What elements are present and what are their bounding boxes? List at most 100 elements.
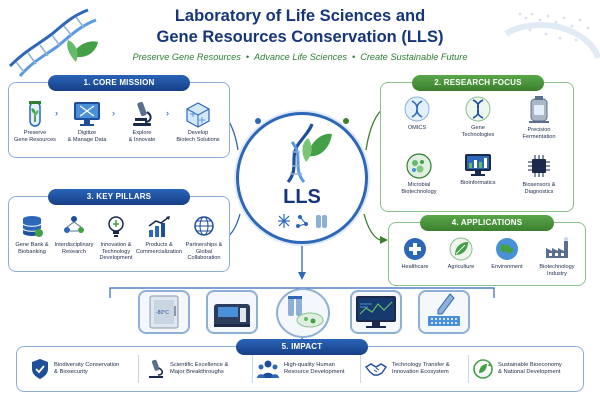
photo-petri-dish bbox=[276, 288, 330, 338]
item-label: Partnerships & bbox=[185, 242, 223, 248]
key-pillar-item: Partnerships & Global Collaboration bbox=[180, 214, 228, 262]
freezer-icon bbox=[149, 295, 179, 329]
item-label: Resource Development bbox=[284, 369, 345, 375]
freezer-temp-label: -80°C bbox=[156, 310, 169, 316]
item-label: Gene Resources bbox=[14, 136, 56, 143]
photo-sequencer bbox=[206, 290, 258, 334]
item-label: Technology Transfer & bbox=[392, 362, 450, 368]
item-label: Scientific Excellence & bbox=[170, 362, 229, 368]
title-line-1: Laboratory of Life Sciences and bbox=[174, 7, 426, 25]
lightbulb-icon bbox=[108, 216, 124, 237]
tagline: Preserve Gene Resources•Advance Life Sci… bbox=[110, 52, 490, 62]
photo-freezer: -80°C bbox=[138, 290, 190, 334]
factory-icon bbox=[546, 237, 568, 258]
divider bbox=[360, 355, 361, 383]
molecule-icon bbox=[296, 215, 308, 228]
item-label: Products & bbox=[145, 242, 173, 248]
item-label: & Biosecurity bbox=[54, 369, 88, 375]
impact-item: High-quality Human Resource Development bbox=[256, 358, 360, 380]
item-label: Industry bbox=[547, 270, 567, 277]
item-label: Develop bbox=[187, 130, 209, 136]
research-focus-item: Microbial Biotechnology bbox=[392, 152, 446, 195]
impact-item: Biodiversity Conservation & Biosecurity bbox=[30, 358, 138, 380]
photo-data-monitor bbox=[350, 290, 402, 334]
item-label: Biobanking bbox=[18, 248, 46, 255]
item-label: Explore bbox=[132, 130, 152, 136]
photo-pipette bbox=[418, 290, 470, 334]
chevron-right-icon: › bbox=[112, 108, 115, 118]
item-label: Biotechnology bbox=[401, 188, 437, 195]
dna-helix-icon bbox=[465, 96, 491, 122]
application-item: Biotechnology Industry bbox=[530, 236, 584, 277]
research-focus-item: Bioinformatics bbox=[450, 152, 506, 187]
core-mission-item: Explore & Innovate bbox=[118, 100, 166, 143]
microscope-icon bbox=[149, 359, 164, 378]
key-pillar-item: Innovation & Technology Development bbox=[94, 214, 138, 262]
center-icons-row bbox=[278, 214, 327, 228]
cryo-cube-icon bbox=[186, 102, 210, 128]
team-icon bbox=[257, 360, 279, 378]
divider bbox=[138, 355, 139, 383]
item-label: Preserve bbox=[23, 130, 47, 136]
item-label: Agriculture bbox=[447, 264, 475, 270]
item-label: Healthcare bbox=[401, 264, 429, 270]
item-label: Interdisciplinary bbox=[54, 242, 94, 248]
application-item: Healthcare bbox=[392, 236, 438, 271]
page-title: Laboratory of Life Sciences and Gene Res… bbox=[110, 6, 490, 48]
item-label: Global bbox=[195, 248, 213, 255]
test-tube-plant-icon bbox=[29, 101, 41, 127]
divider bbox=[252, 355, 253, 383]
research-focus-item: Gene Technologies bbox=[450, 95, 506, 138]
research-focus-item: OMICS bbox=[392, 95, 442, 132]
item-label: Biodiversity Conservation bbox=[54, 362, 120, 368]
chip-icon bbox=[528, 155, 550, 177]
pipette-plate-icon bbox=[428, 293, 460, 326]
sequencer-icon bbox=[214, 304, 250, 327]
snowflake-icon bbox=[278, 214, 290, 228]
core-mission-item: Preserve Gene Resources bbox=[12, 100, 58, 143]
item-label: & Innovate bbox=[128, 136, 156, 143]
item-label: Biotech Solutions bbox=[176, 136, 220, 143]
item-label: Biotechnology bbox=[539, 264, 575, 270]
vial-icon bbox=[316, 215, 327, 228]
item-label: Development bbox=[99, 255, 133, 262]
tagline-separator: • bbox=[351, 52, 356, 62]
item-label: Microbial bbox=[407, 182, 431, 188]
database-icon bbox=[22, 216, 43, 237]
key-pillar-item: Gene Bank & Biobanking bbox=[10, 214, 54, 255]
impact-item: Scientific Excellence & Major Breakthrou… bbox=[146, 358, 252, 380]
dna-leaf-logo-icon bbox=[8, 8, 98, 77]
chevron-right-icon: › bbox=[55, 108, 58, 118]
monitor-dna-icon bbox=[74, 102, 100, 126]
item-label: & Manage Data bbox=[67, 136, 107, 143]
item-label: Diagnostics bbox=[524, 188, 554, 195]
microscope-icon bbox=[133, 101, 152, 126]
applications-header: 4. APPLICATIONS bbox=[420, 215, 554, 231]
application-item: Environment bbox=[484, 236, 530, 271]
globe-icon bbox=[194, 216, 214, 236]
people-network-icon bbox=[64, 216, 84, 233]
research-focus-item: Precision Fermentation bbox=[508, 95, 570, 140]
tagline-item: Advance Life Sciences bbox=[254, 52, 347, 62]
center-label: LLS bbox=[283, 186, 321, 208]
dna-leaf-icon bbox=[286, 123, 332, 184]
earth-icon bbox=[496, 238, 518, 260]
item-label: Technology bbox=[101, 248, 131, 255]
monitor-chart-icon bbox=[465, 154, 491, 176]
item-label: Biosensors & bbox=[522, 182, 556, 188]
core-mission-item: Develop Biotech Solutions bbox=[170, 100, 226, 143]
key-pillars-header: 3. KEY PILLARS bbox=[48, 189, 190, 205]
item-label: Environment bbox=[491, 264, 523, 270]
handshake-icon bbox=[364, 363, 387, 376]
impact-item: Sustainable Bioeconomy & National Develo… bbox=[472, 358, 580, 380]
item-label: Gene Bank & bbox=[15, 242, 49, 248]
impact-item: Technology Transfer & Innovation Ecosyst… bbox=[364, 358, 470, 380]
item-label: Collaboration bbox=[187, 255, 221, 262]
item-label: OMICS bbox=[407, 125, 427, 131]
item-label: Bioinformatics bbox=[460, 180, 496, 186]
application-item: Agriculture bbox=[438, 236, 484, 271]
item-label: High-quality Human bbox=[284, 362, 335, 368]
medical-cross-icon bbox=[404, 238, 426, 260]
core-mission-item: Digitize & Manage Data bbox=[62, 100, 112, 143]
dna-circle-icon bbox=[404, 96, 430, 122]
